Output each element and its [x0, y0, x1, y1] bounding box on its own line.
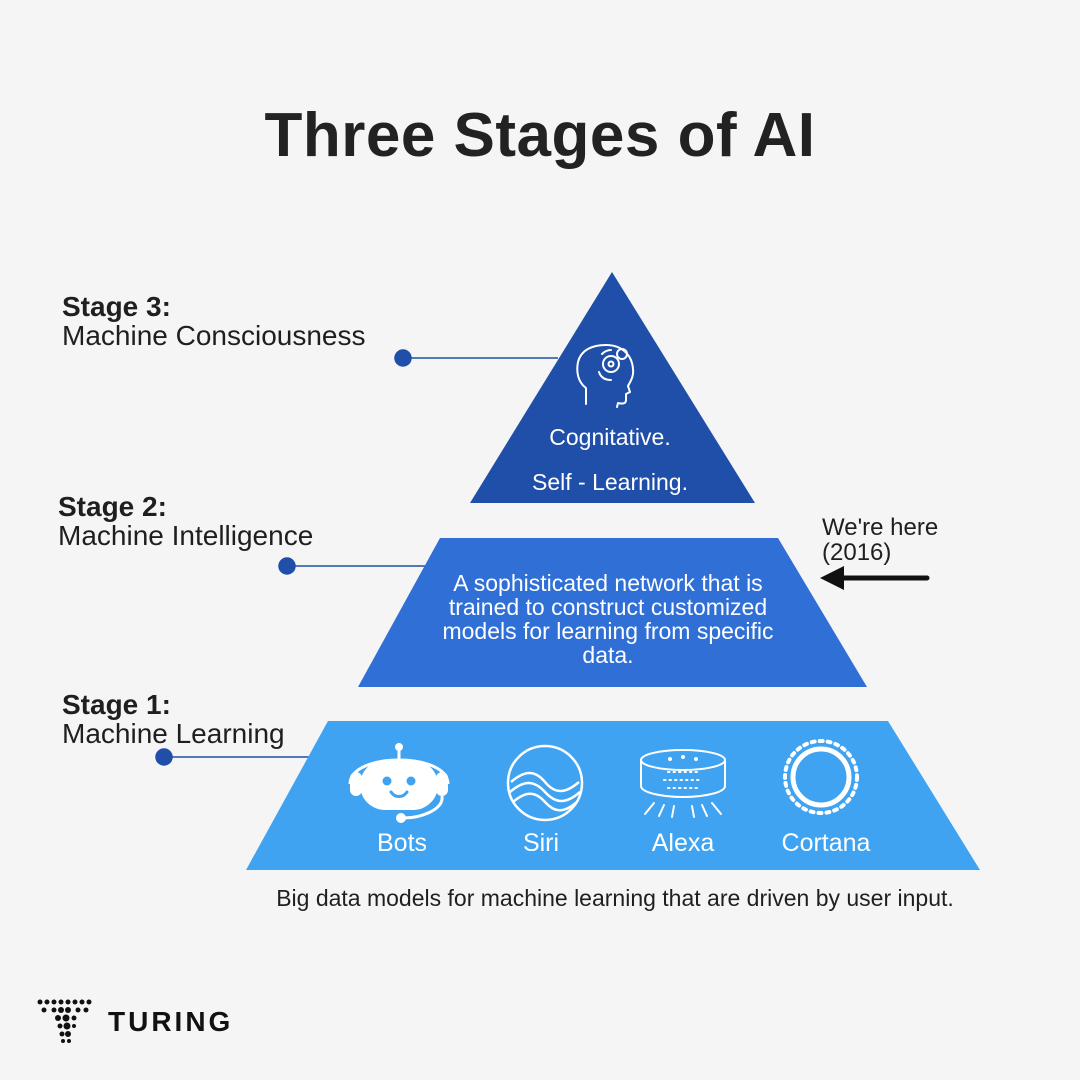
tier-1-description: Big data models for machine learning tha… [276, 885, 954, 911]
tier-1-item-bots: Bots [376, 829, 428, 857]
stage-3-label: Stage 3: Machine Consciousness [62, 292, 366, 350]
stage-3-name: Machine Consciousness [62, 320, 366, 351]
stage-2-connector-dot [278, 557, 296, 575]
stage-2-name: Machine Intelligence [58, 520, 314, 551]
stage-1-connector-dot [155, 748, 173, 766]
siri-icon [506, 744, 584, 822]
stage-connectors [155, 349, 558, 766]
brain-head-icon [576, 344, 635, 408]
stage-2-number: Stage 2: [58, 491, 167, 522]
stage-1-name: Machine Learning [62, 718, 285, 749]
current-stage-label: We're here (2016) [822, 515, 972, 565]
tier-1-item-siri: Siri [522, 829, 560, 857]
tier-1-item-cortana: Cortana [781, 829, 871, 857]
bot-icon [348, 743, 450, 823]
page-title: Three Stages of AI [264, 101, 816, 170]
stage-1-label: Stage 1: Machine Learning [62, 690, 285, 748]
stage-2-label: Stage 2: Machine Intelligence [58, 492, 313, 550]
tier-1-item-alexa: Alexa [651, 829, 715, 857]
brand-name: TURING [108, 1006, 234, 1037]
tier-3-line-2: Self - Learning. [532, 469, 688, 495]
tier-2-trapezoid [358, 538, 867, 687]
cortana-icon [783, 739, 859, 815]
tier-1-trapezoid [246, 721, 980, 870]
stage-3-number: Stage 3: [62, 291, 171, 322]
alexa-icon [640, 749, 726, 818]
current-stage-text: We're here (2016) [822, 514, 939, 566]
stage-3-connector-dot [394, 349, 412, 367]
tier-3-triangle [470, 272, 755, 503]
stage-1-number: Stage 1: [62, 689, 171, 720]
tier-3-line-1: Cognitative. [549, 424, 671, 450]
current-stage-arrow [820, 566, 930, 590]
tier-2-description: A sophisticated network that is trained … [442, 570, 774, 668]
turing-logo-mark [37, 999, 92, 1043]
